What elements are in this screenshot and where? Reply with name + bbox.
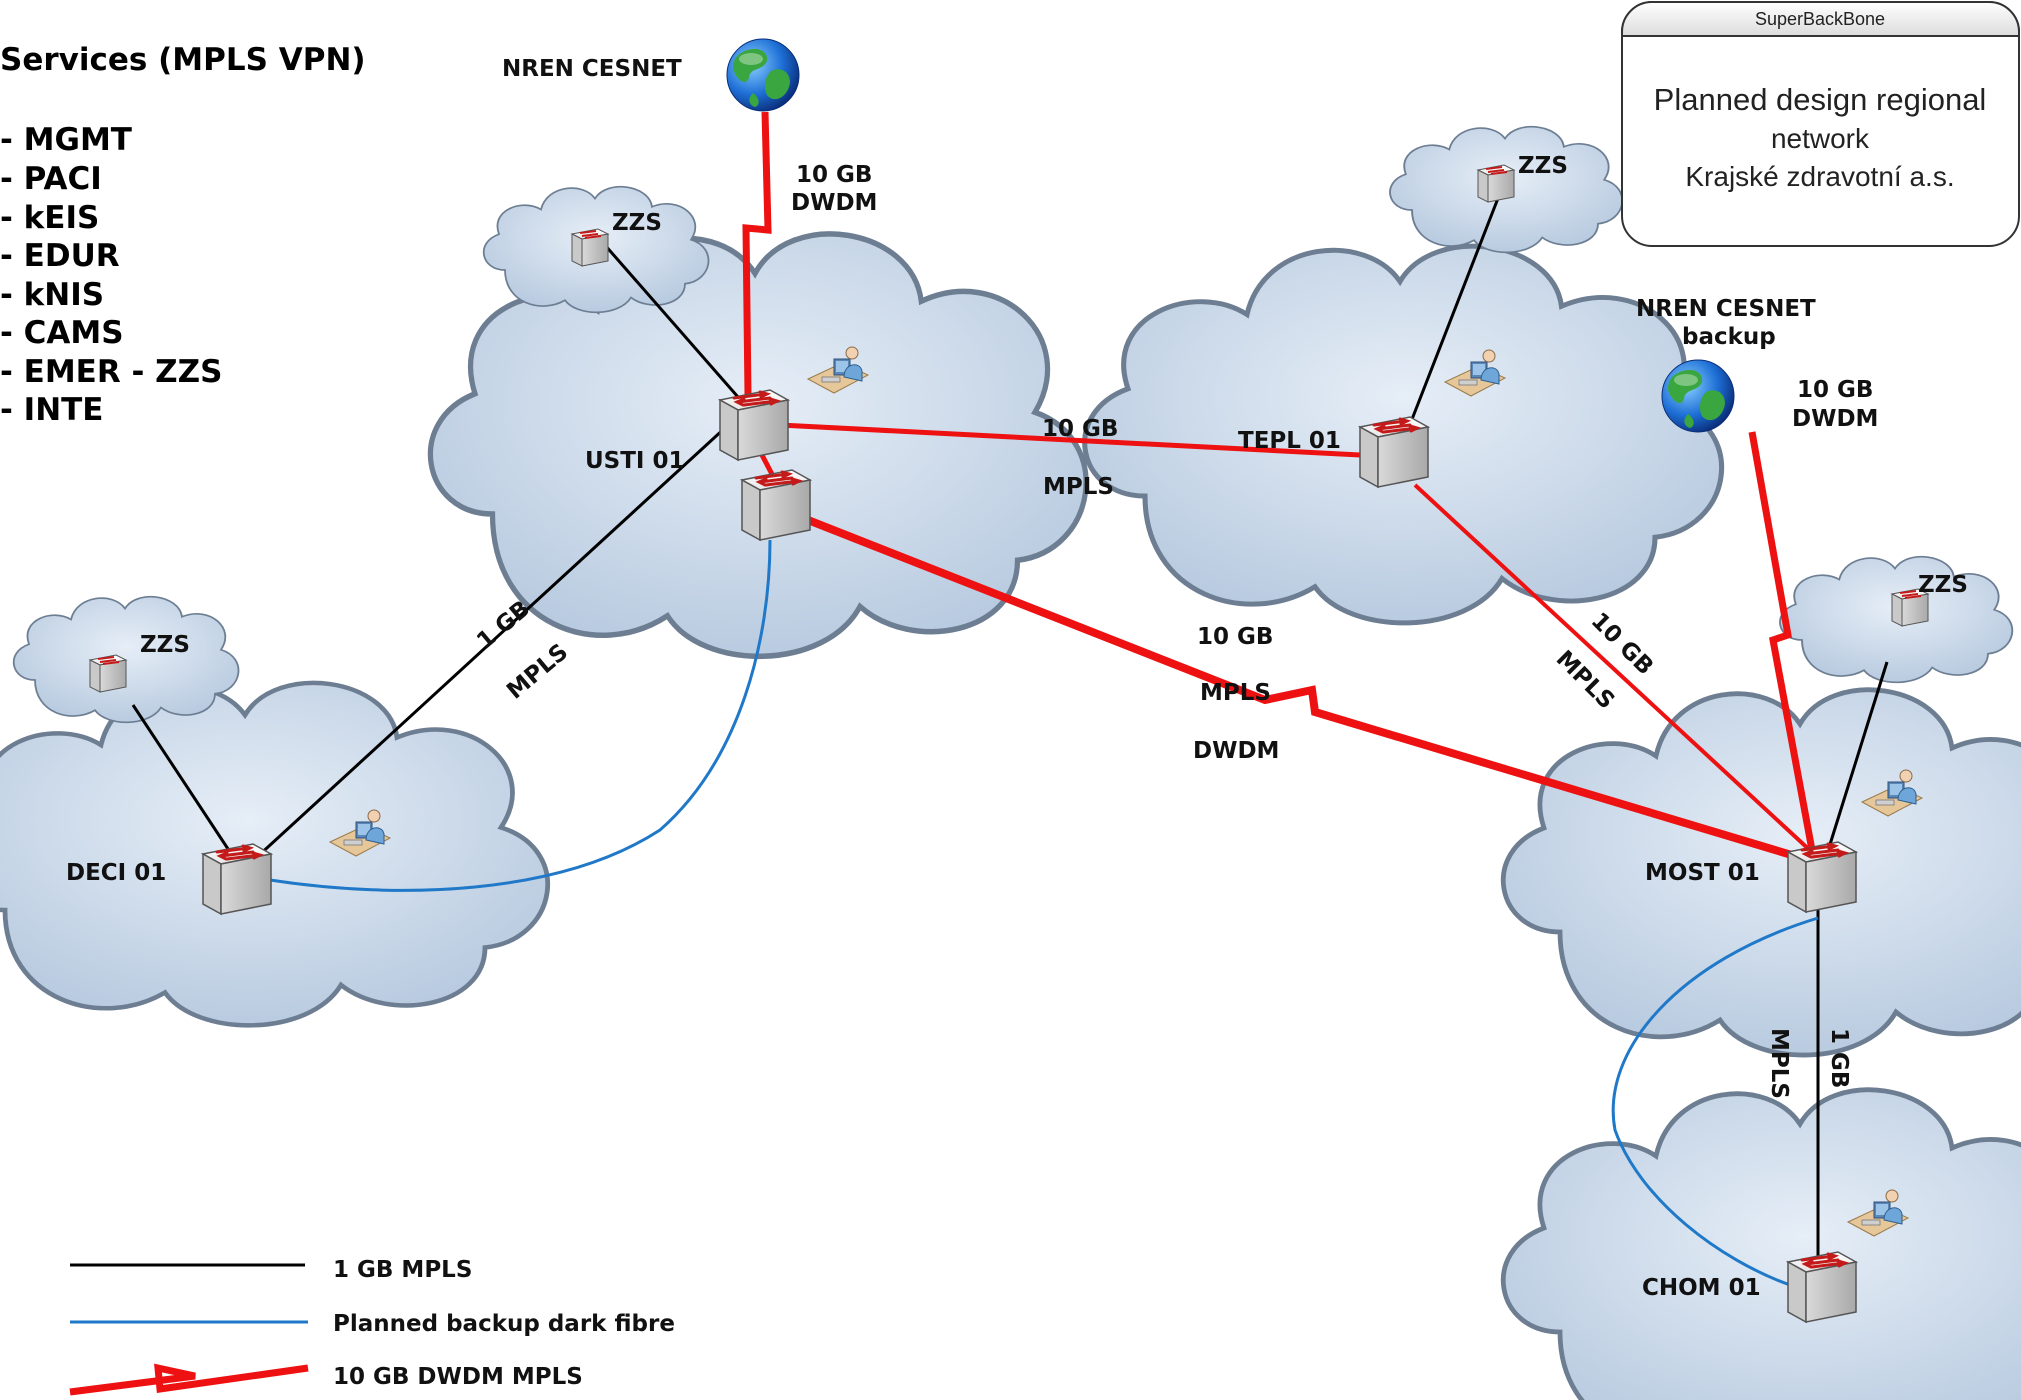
legend-label-mpls: 1 GB MPLS <box>333 1257 472 1283</box>
link-label-most-chom-speed: 1 GB <box>1826 1028 1852 1088</box>
link-most-zzs <box>1820 661 1889 871</box>
link-label-usti-most-speed: 10 GB <box>1197 624 1273 650</box>
cloud-chom <box>1503 1090 2021 1400</box>
internet-backup-name: NREN CESNET <box>1636 296 1816 322</box>
link-label-usti-most-extra: DWDM <box>1193 738 1279 764</box>
legend-swatch-dwdm <box>69 1363 309 1396</box>
zzs-label-most: ZZS <box>1918 572 1968 598</box>
service-item: - CAMS <box>0 315 124 351</box>
internet-primary-speed: 10 GB <box>796 162 872 188</box>
title-box-line1: Planned design regional <box>1654 82 1987 117</box>
switch-icon-chom[interactable] <box>1786 1250 1858 1324</box>
link-internet-primary <box>742 111 772 396</box>
switch-icon-zzs-deci[interactable] <box>89 654 127 693</box>
link-label-tepl-most-type: MPLS <box>1551 646 1620 715</box>
link-usti-most-dwdm <box>806 516 1817 866</box>
service-item: - PACI <box>0 161 102 197</box>
cloud-most <box>1503 690 2021 1055</box>
switch-icon-usti-2[interactable] <box>740 468 812 542</box>
link-tepl-most <box>1413 483 1817 857</box>
link-label-usti-tepl-type: MPLS <box>1043 474 1114 500</box>
link-label-tepl-most-speed: 10 GB <box>1586 608 1658 680</box>
legend: 1 GB MPLS Planned backup dark fibre 10 G… <box>69 1257 675 1396</box>
node-label-chom: CHOM 01 <box>1642 1275 1761 1301</box>
globe-icon <box>726 38 800 112</box>
node-label-usti: USTI 01 <box>585 448 685 474</box>
link-label-most-chom-type: MPLS <box>1766 1028 1792 1099</box>
title-box-line3: Krajské zdravotní a.s. <box>1685 161 1954 192</box>
link-usti-tepl <box>779 422 1361 458</box>
internet-backup-name2: backup <box>1682 324 1776 350</box>
node-label-most: MOST 01 <box>1645 860 1760 886</box>
services-title: Services (MPLS VPN) <box>0 42 366 78</box>
link-deci-zzs <box>131 704 234 856</box>
service-item: - EDUR <box>0 238 120 274</box>
globe-icon <box>1661 359 1735 433</box>
title-box-header: SuperBackBone <box>1755 9 1885 29</box>
switch-icon-zzs-tepl[interactable] <box>1477 164 1515 203</box>
internet-backup-speed: 10 GB <box>1797 377 1873 403</box>
node-label-deci: DECI 01 <box>66 860 166 886</box>
node-label-tepl: TEPL 01 <box>1238 428 1341 454</box>
link-tepl-zzs <box>1400 187 1504 446</box>
link-label-usti-tepl-speed: 10 GB <box>1042 416 1118 442</box>
internet-primary-type: DWDM <box>791 190 877 216</box>
zzs-label-usti: ZZS <box>612 210 662 236</box>
switch-icon-most[interactable] <box>1786 840 1858 914</box>
link-dark-fibre-most-chom <box>1611 916 1819 1287</box>
title-box-line2: network <box>1771 123 1870 154</box>
switch-icon-usti-1[interactable] <box>718 388 790 462</box>
switch-icon-zzs-usti[interactable] <box>571 228 609 267</box>
zzs-label-deci: ZZS <box>140 632 190 658</box>
link-dark-fibre-deci <box>269 539 772 892</box>
services-list: - MGMT - PACI - kEIS - EDUR - kNIS - CAM… <box>0 122 222 428</box>
service-item: - INTE <box>0 392 103 428</box>
service-item: - MGMT <box>0 122 132 158</box>
service-item: - kNIS <box>0 277 104 313</box>
link-label-usti-deci-speed: 1 GB <box>472 596 535 655</box>
link-label-usti-most-type: MPLS <box>1200 680 1271 706</box>
service-item: - EMER - ZZS <box>0 354 222 390</box>
link-usti-deci <box>230 403 752 882</box>
title-box: SuperBackBone Planned design regional ne… <box>1621 0 2020 247</box>
zzs-label-tepl: ZZS <box>1518 153 1568 179</box>
internet-primary-name: NREN CESNET <box>502 56 682 82</box>
switch-icon-deci[interactable] <box>201 842 273 916</box>
link-internet-backup <box>1748 431 1816 851</box>
link-label-usti-deci-type: MPLS <box>502 639 573 705</box>
legend-label-dwdm: 10 GB DWDM MPLS <box>333 1364 583 1390</box>
link-usti-zzs <box>602 243 747 406</box>
switch-icon-tepl[interactable] <box>1358 415 1430 489</box>
internet-backup-type: DWDM <box>1792 406 1878 432</box>
service-item: - kEIS <box>0 200 99 236</box>
cloud-deci <box>0 683 548 1025</box>
legend-label-dark-fibre: Planned backup dark fibre <box>333 1311 675 1337</box>
